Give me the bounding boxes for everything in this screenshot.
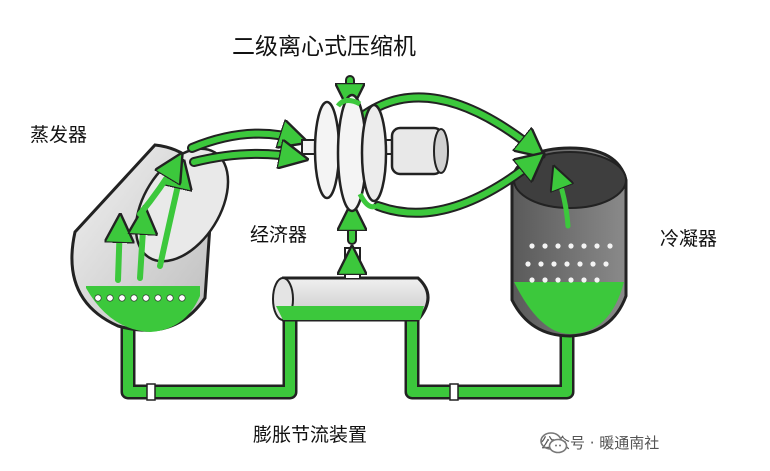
expansion-valve-label: 膨胀节流装置 — [253, 424, 368, 446]
watermark-text: 公众号 · 暖通南社 — [540, 434, 660, 452]
wechat-icon — [540, 432, 568, 454]
watermark: 公众号 · 暖通南社 — [540, 432, 660, 454]
condenser-label: 冷凝器 — [660, 228, 718, 250]
condenser-vessel — [510, 146, 628, 338]
economizer-vessel — [272, 248, 430, 322]
liquid-piping — [120, 310, 575, 400]
expansion-valve-marker-right — [449, 383, 459, 401]
compressor — [301, 93, 449, 213]
compressor-label: 二级离心式压缩机 — [232, 34, 416, 60]
evaporator-label: 蒸发器 — [30, 124, 88, 146]
economizer-label: 经济器 — [250, 224, 308, 246]
expansion-valve-marker-left — [146, 383, 156, 401]
evaporator-vessel — [70, 143, 230, 332]
